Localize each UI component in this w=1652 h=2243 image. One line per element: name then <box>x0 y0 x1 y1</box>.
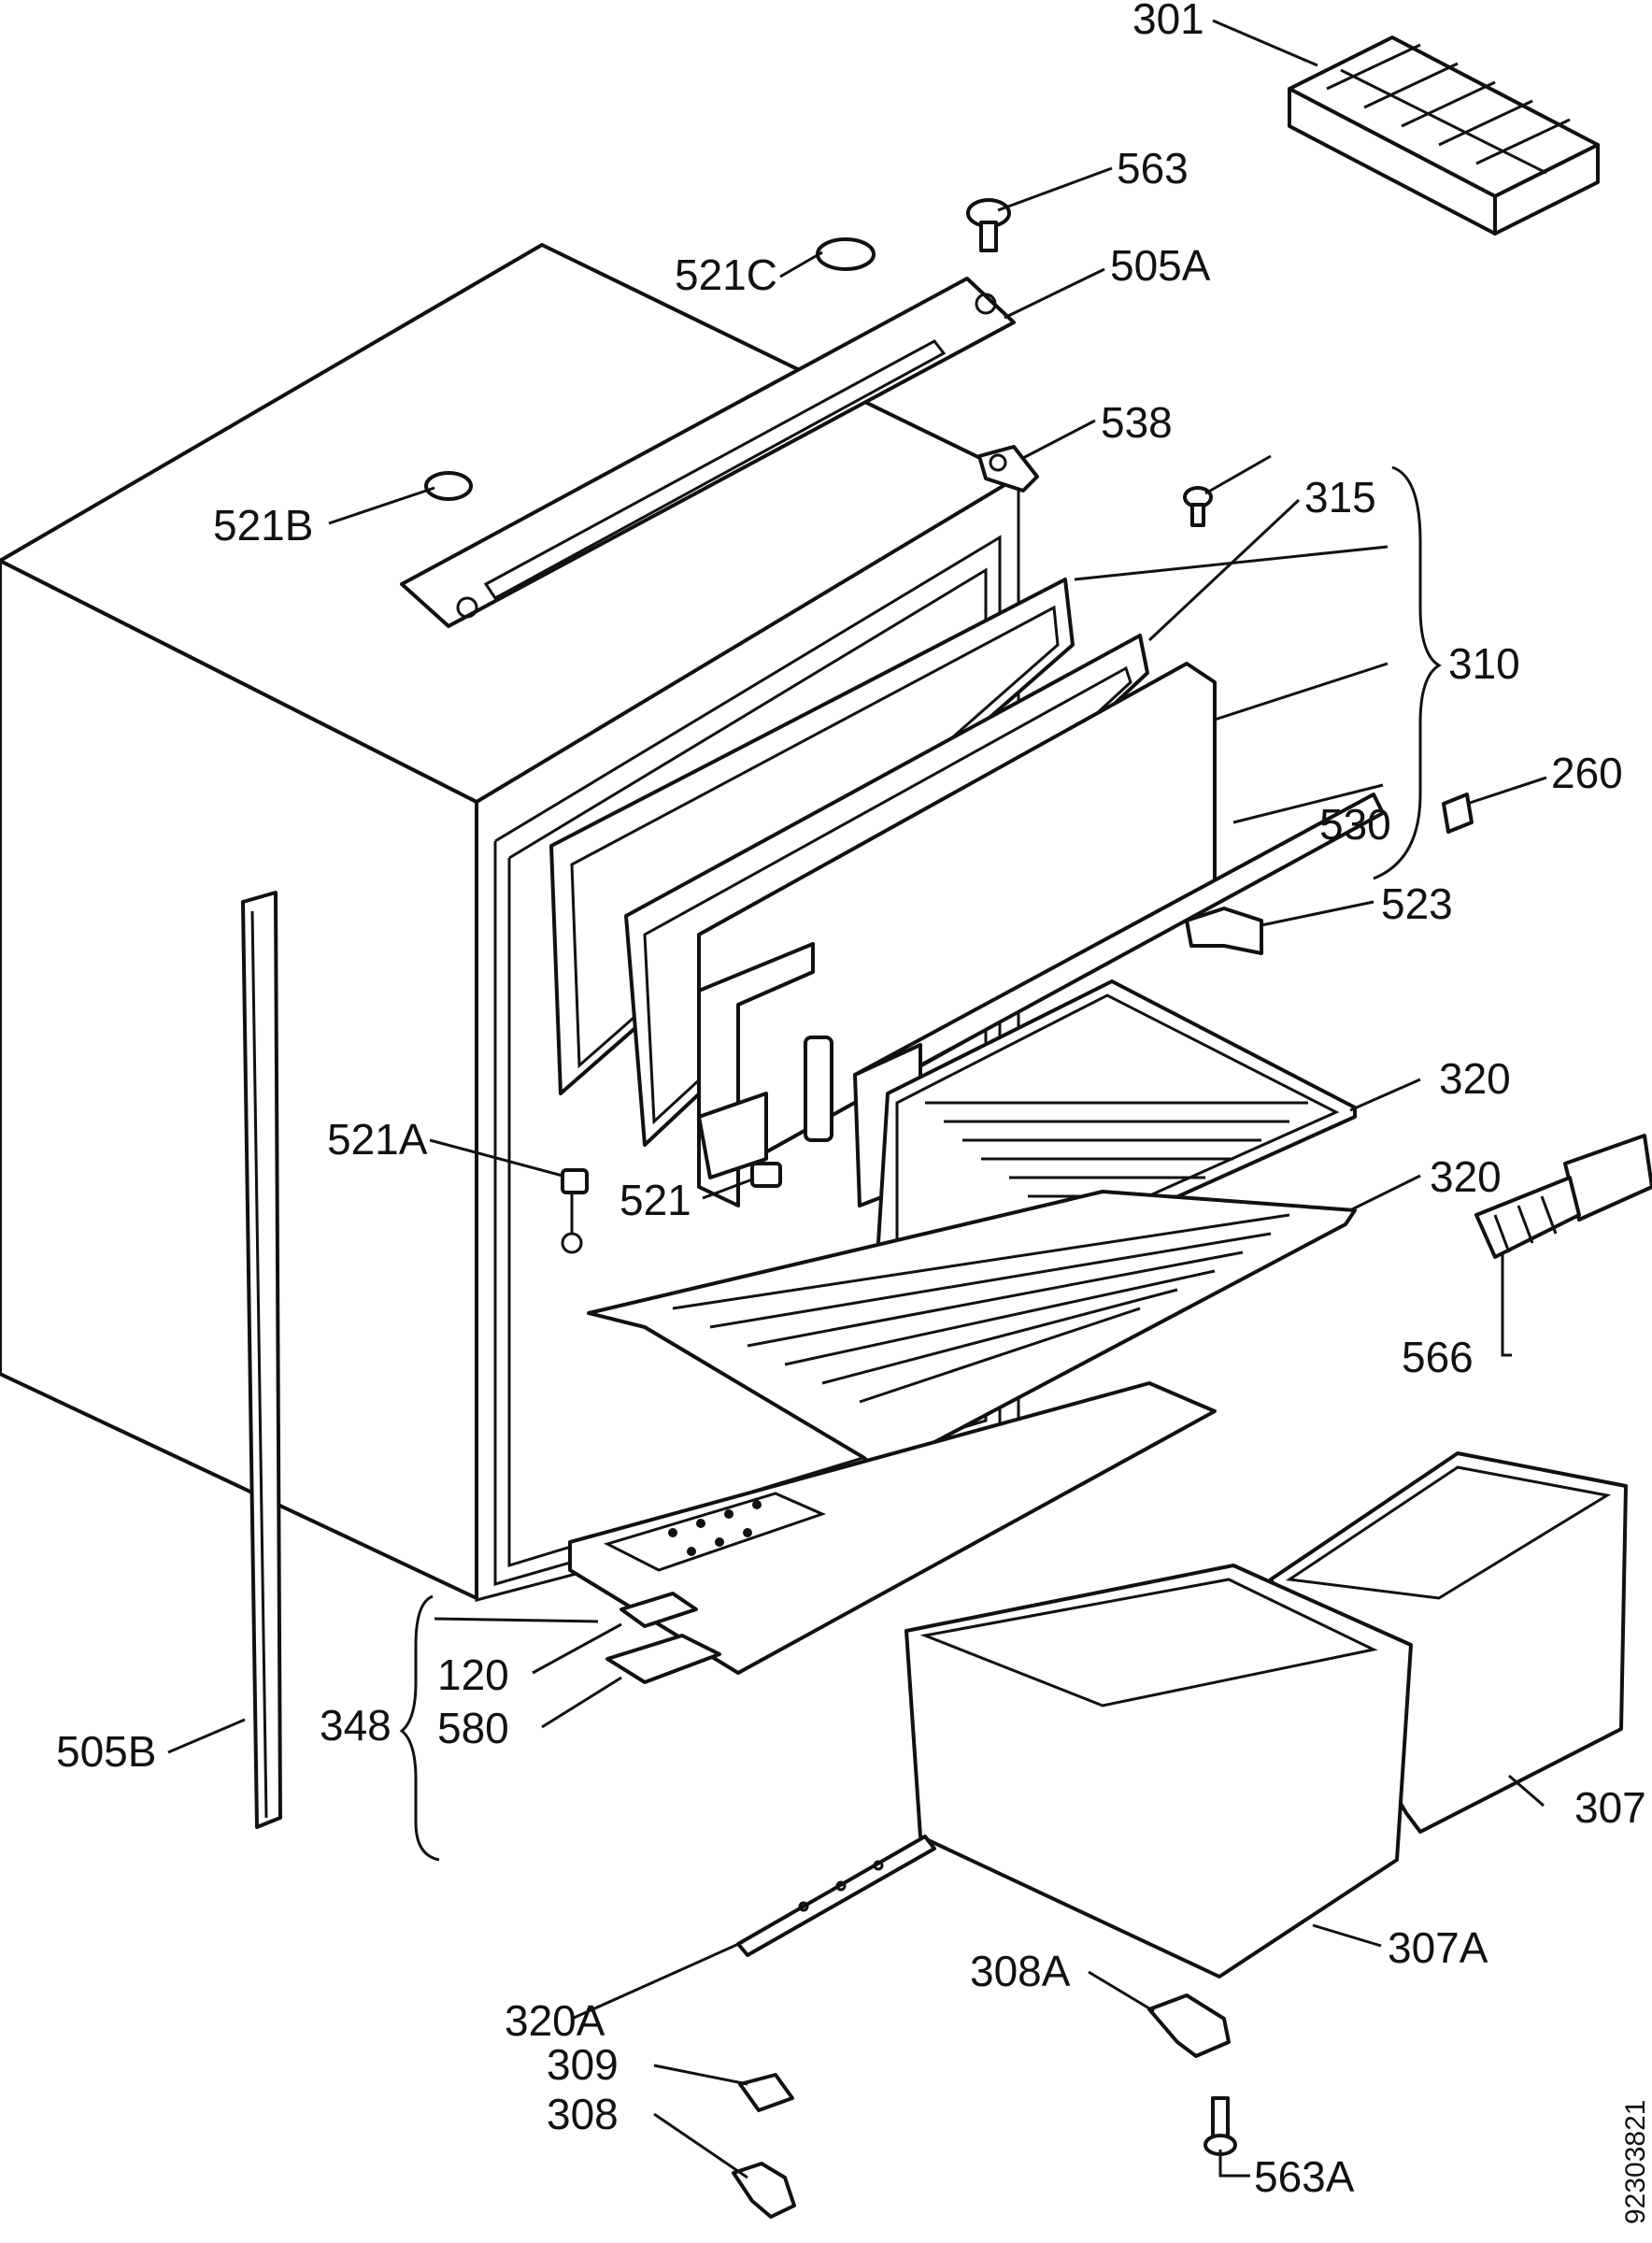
label-307a: 307A <box>1388 1923 1488 1972</box>
part-505a-top-strip <box>400 277 1016 628</box>
label-301: 301 <box>1132 0 1204 43</box>
label-320a: 320A <box>505 1996 605 2045</box>
part-348-glass-shelf <box>568 1381 1217 1675</box>
label-348: 348 <box>320 1701 392 1750</box>
part-521a-switch <box>561 1168 589 1254</box>
label-309: 309 <box>547 2040 619 2089</box>
label-563: 563 <box>1117 144 1189 193</box>
part-563-screw <box>966 198 1011 252</box>
label-505b: 505B <box>56 1727 156 1776</box>
label-505a: 505A <box>1110 241 1211 290</box>
label-580: 580 <box>437 1704 509 1752</box>
label-260: 260 <box>1551 749 1623 797</box>
document-number: 92303821 <box>1620 2100 1651 2224</box>
label-307: 307 <box>1574 1783 1646 1832</box>
label-521: 521 <box>620 1176 691 1224</box>
part-566-ice-scraper <box>1474 1134 1652 1259</box>
label-120: 120 <box>437 1650 509 1699</box>
part-523-hinge-pin <box>1185 907 1263 955</box>
part-301-ice-tray <box>1288 36 1600 236</box>
brace-310 <box>1373 465 1442 880</box>
label-308: 308 <box>547 2090 619 2138</box>
label-523: 523 <box>1381 879 1453 928</box>
label-566: 566 <box>1402 1333 1474 1381</box>
part-320a-rail <box>736 1835 936 1957</box>
part-315-pin <box>1183 486 1213 527</box>
label-310: 310 <box>1448 639 1520 688</box>
part-563a-screw <box>1203 2096 1237 2156</box>
part-307-drawer <box>1269 1451 1628 1834</box>
label-308a: 308A <box>970 1947 1071 1995</box>
label-521b: 521B <box>213 501 313 550</box>
part-120-frame <box>620 1592 698 1628</box>
part-580-grid <box>605 1634 721 1684</box>
brace-348 <box>399 1594 440 1862</box>
part-521b-cap <box>424 471 473 501</box>
part-308-bracket <box>732 2162 796 2219</box>
part-308a-bracket <box>1147 1993 1231 2058</box>
label-563a: 563A <box>1254 2152 1355 2201</box>
part-307a-drawer <box>904 1564 1413 1979</box>
part-320-lower-shelf <box>587 1190 1357 1474</box>
label-320-lower: 320 <box>1430 1152 1502 1201</box>
part-521-light-cover <box>750 1162 782 1188</box>
part-505b-side-strip <box>241 891 282 1829</box>
label-521a: 521A <box>327 1115 428 1164</box>
label-315: 315 <box>1304 473 1376 521</box>
part-309-block <box>738 2073 794 2112</box>
cabinet-body <box>0 243 1020 1602</box>
label-521c: 521C <box>675 250 777 299</box>
part-521c-cap <box>816 237 876 271</box>
label-320-upper: 320 <box>1439 1054 1511 1103</box>
part-538-hinge <box>977 445 1039 493</box>
label-538: 538 <box>1101 398 1173 447</box>
part-260-clip <box>1442 793 1474 834</box>
part-labels: 301 563 521C 505A 538 315 521B 310 260 5… <box>56 0 1646 2201</box>
leader-lines <box>167 19 1547 2179</box>
label-530: 530 <box>1319 800 1391 849</box>
